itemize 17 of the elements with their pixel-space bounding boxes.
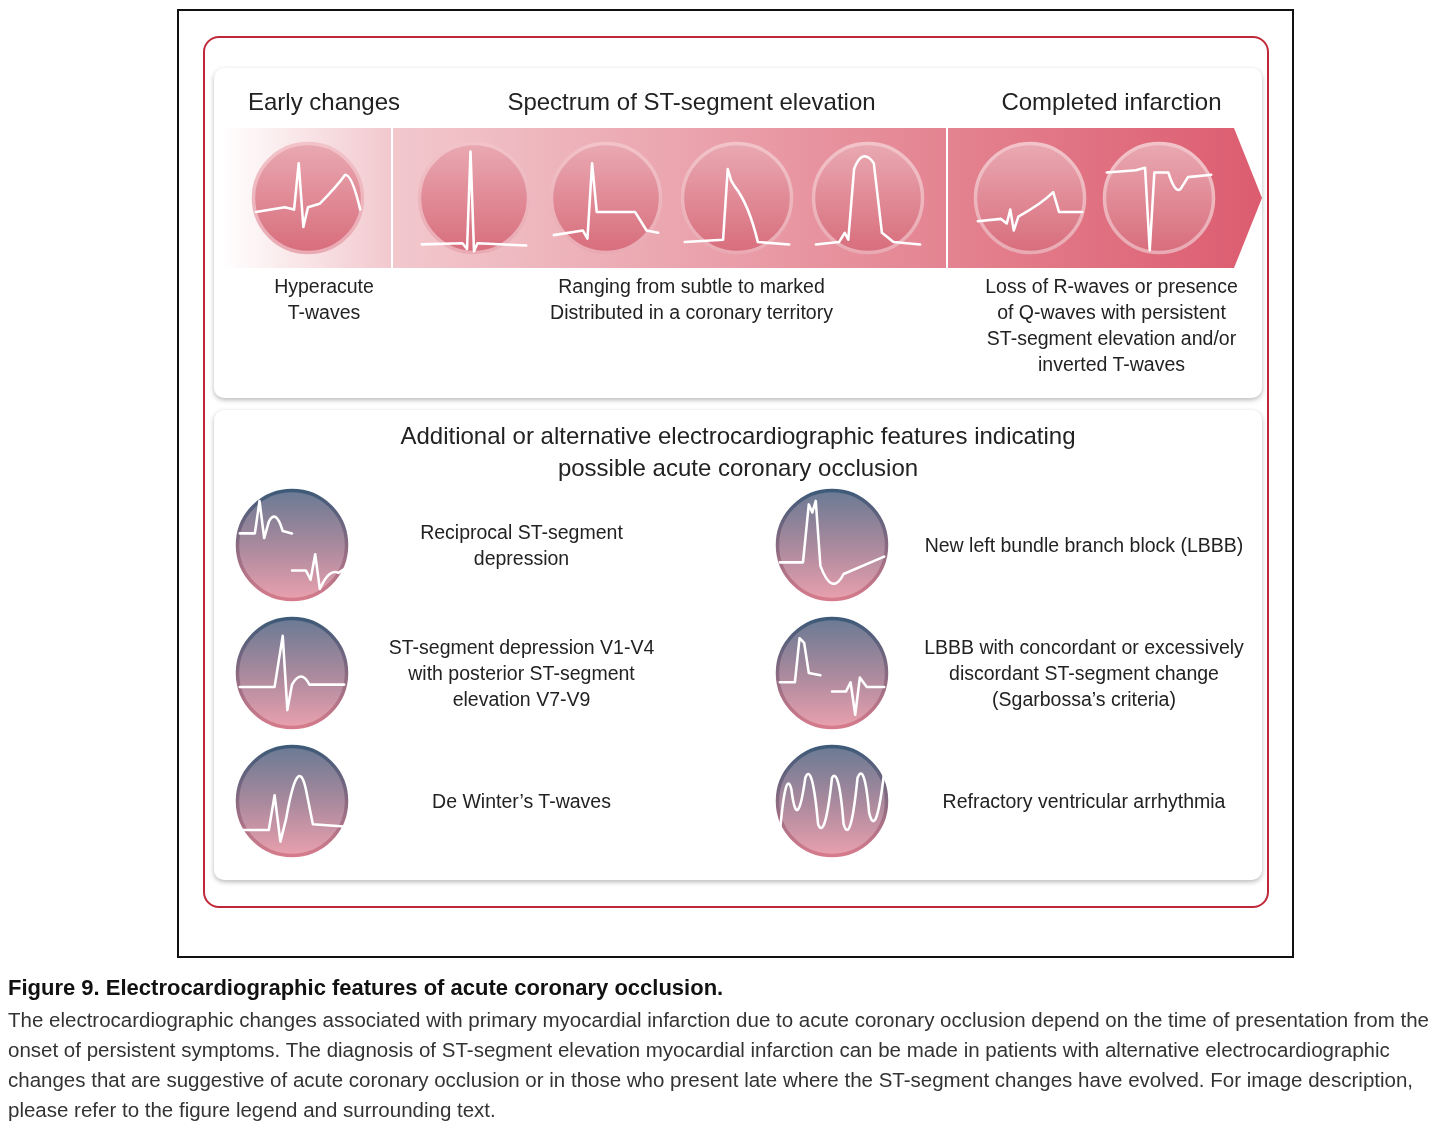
feature-description: Reciprocal ST-segment depression — [384, 519, 659, 571]
stage-description: Hyperacute T-waves — [273, 274, 375, 325]
stage-description: Distributed in a coronary territory — [549, 300, 834, 325]
panel-title: Additional or alternative electrocardiographic features indicating possible acute coronary occlusion — [399, 421, 1077, 483]
feature-description: New left bundle branch block (LBBB) — [904, 532, 1264, 558]
figure-caption: The electrocardiographic changes associated with primary myocardial infarction due to acute coronary occlusion depend on the time of presentation from the onset of persistent symptoms. The diagnosis of ST-segment elevation myocardial infarction can be made in patients with alternative electrocardiographic changes that are suggestive of acute coronary occlusion or in those who present late where the ST-segment changes have evolved. For image description, please refer to the figure legend and surrounding text. — [8, 1007, 1430, 1123]
feature-description: De Winter’s T-waves — [384, 788, 659, 814]
stage-description: Loss of R-waves or presence of Q-waves with persistent ST-segment elevation and/or inverted T-waves — [984, 274, 1239, 377]
stage-heading: Completed infarction — [1000, 88, 1223, 116]
feature-description: Refractory ventricular arrhythmia — [904, 788, 1264, 814]
feature-description: ST-segment depression V1-V4 with posterior ST-segment elevation V7-V9 — [384, 634, 659, 712]
stage-heading: Early changes — [246, 88, 402, 116]
card-background — [214, 410, 1262, 880]
stage-description: Ranging from subtle to marked — [557, 274, 826, 299]
stage-heading: Spectrum of ST-segment elevation — [506, 88, 877, 116]
feature-description: LBBB with concordant or excessively discordant ST-segment change (Sgarbossa’s criteria) — [904, 634, 1264, 712]
figure-title: Figure 9. Electrocardiographic features of acute coronary occlusion. — [8, 975, 724, 1001]
